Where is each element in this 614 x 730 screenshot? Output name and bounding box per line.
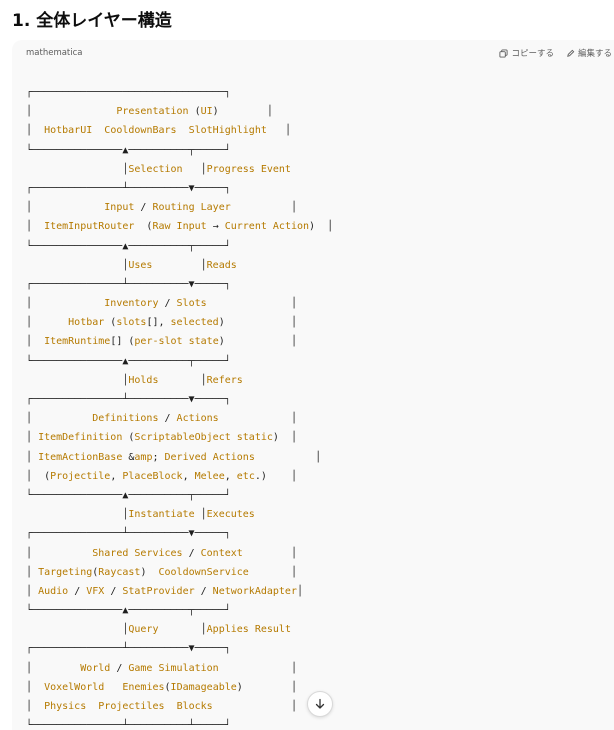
code-line: │ ItemRuntime[] (per-slot state) │ bbox=[26, 336, 297, 348]
code-line: │Holds │Refers bbox=[122, 374, 243, 386]
code-line: │ ItemDefinition (ScriptableObject stati… bbox=[26, 432, 297, 444]
code-line: │ World / Game Simulation │ bbox=[26, 662, 297, 674]
arrow-down-icon bbox=[314, 695, 326, 714]
code-line: │ (Projectile, PlaceBlock, Melee, etc.) … bbox=[26, 470, 297, 482]
code-line: │ Input / Routing Layer │ bbox=[26, 202, 297, 214]
edit-pencil-icon bbox=[566, 49, 575, 58]
code-line: │ Inventory / Slots │ bbox=[26, 298, 297, 310]
code-line: │ Audio / VFX / StatProvider / NetworkAd… bbox=[26, 585, 303, 597]
code-block: mathematica コピーする 編集する bbox=[12, 40, 614, 730]
code-line: │ Definitions / Actions │ bbox=[26, 413, 297, 425]
code-line: │Uses │Reads bbox=[122, 259, 237, 271]
code-line: │ ItemActionBase &amp; Derived Actions │ bbox=[26, 451, 322, 463]
copy-label: コピーする bbox=[511, 49, 554, 59]
code-line: └───────────────▲──────────┬─────┘ bbox=[26, 605, 231, 617]
scroll-to-bottom-button[interactable] bbox=[307, 691, 333, 717]
code-line: │Instantiate │Executes bbox=[122, 509, 255, 521]
code-content: ┌────────────────────────────────┐ │ Pres… bbox=[26, 83, 333, 730]
code-line: │ HotbarUI CooldownBars SlotHighlight │ bbox=[26, 125, 291, 137]
code-line: │ Hotbar (slots[], selected) │ bbox=[26, 317, 297, 329]
code-line: ┌───────────────┴──────────▼─────┐ bbox=[26, 394, 231, 405]
code-line: │ ItemInputRouter (Raw Input → Current A… bbox=[26, 221, 334, 233]
code-line: ┌───────────────┴──────────▼─────┐ bbox=[26, 528, 231, 540]
code-line: └───────────────▲──────────┬─────┘ bbox=[26, 489, 231, 501]
code-line: ┌───────────────┴──────────▼─────┐ bbox=[26, 278, 231, 290]
code-line: │ Presentation (UI) │ bbox=[26, 106, 273, 118]
code-line: │ VoxelWorld Enemies(IDamageable) │ bbox=[26, 681, 297, 693]
edit-label: 編集する bbox=[577, 49, 612, 59]
code-line: ┌────────────────────────────────┐ bbox=[26, 87, 231, 98]
code-line: └───────────────▲──────────┬─────┘ bbox=[26, 240, 231, 252]
copy-icon bbox=[499, 48, 509, 58]
code-line: │ Targeting(Raycast) CooldownService │ bbox=[26, 566, 297, 578]
code-line: └───────────────▲──────────┬─────┘ bbox=[26, 144, 231, 156]
code-actions: コピーする 編集する bbox=[499, 47, 612, 59]
copy-button[interactable]: コピーする bbox=[499, 47, 554, 59]
code-line: └───────────────┴──────────┴─────┘ bbox=[26, 720, 231, 730]
code-line: │Selection │Progress Event bbox=[122, 163, 291, 175]
code-line: │Query │Applies Result bbox=[122, 624, 291, 636]
code-line: ┌───────────────┴──────────▼─────┐ bbox=[26, 182, 231, 194]
code-line: │ Shared Services / Context │ bbox=[26, 547, 297, 559]
code-line: └───────────────▲──────────┬─────┘ bbox=[26, 355, 231, 367]
code-line: │ Physics Projectiles Blocks │ bbox=[26, 701, 297, 712]
code-language-label: mathematica bbox=[26, 48, 83, 58]
section-heading: 1. 全体レイヤー構造 bbox=[12, 11, 172, 31]
edit-button[interactable]: 編集する bbox=[566, 47, 612, 59]
code-line: ┌───────────────┴──────────▼─────┐ bbox=[26, 643, 231, 655]
